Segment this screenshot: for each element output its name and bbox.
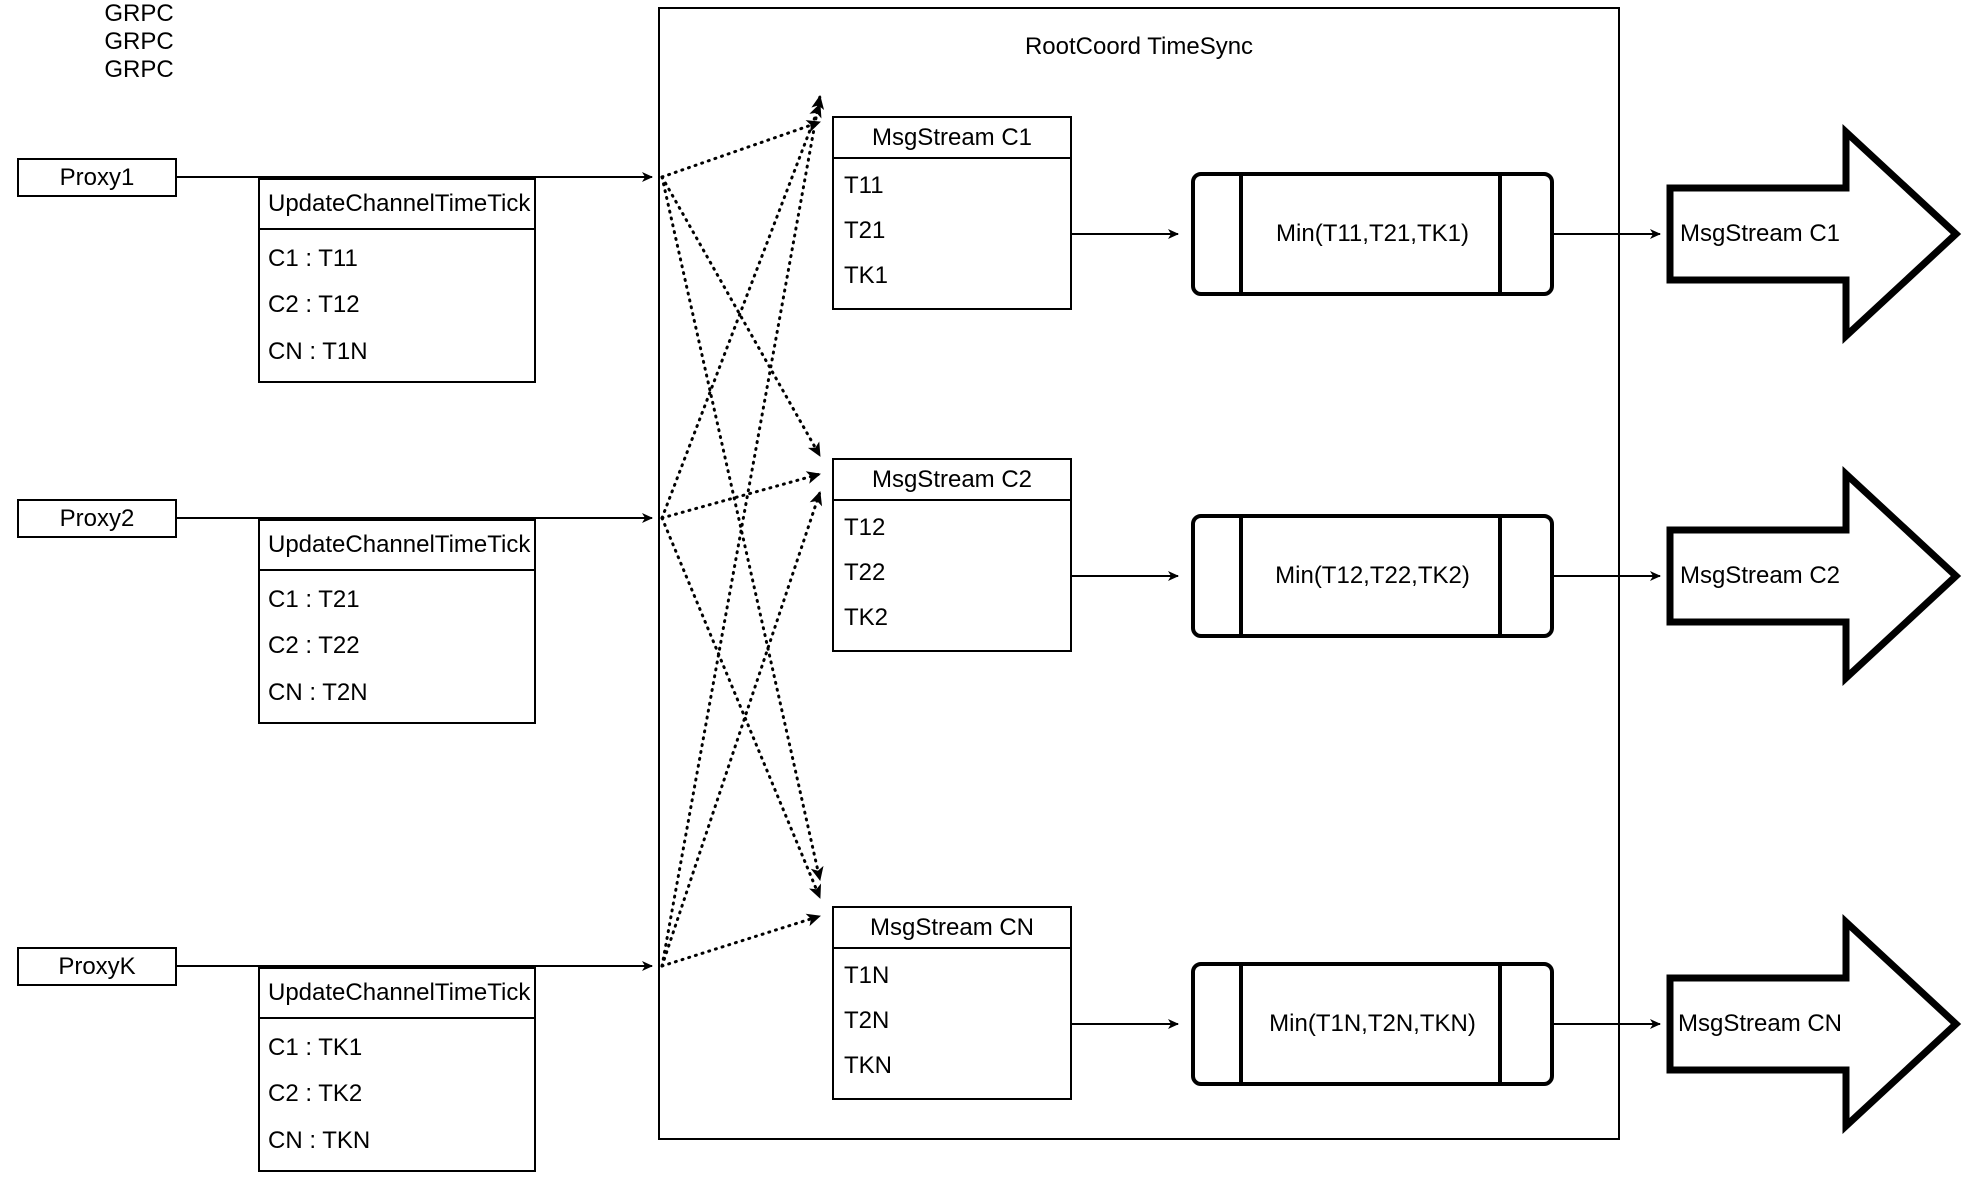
- proxy-box-3[interactable]: ProxyK: [17, 947, 177, 986]
- update-channel-timetick-box-1: UpdateChannelTimeTick C1 : T11 C2 : T12 …: [258, 178, 536, 383]
- tick-entry: C1 : TK1: [268, 1034, 363, 1062]
- msgstream-entry: TKN: [844, 1051, 892, 1079]
- proxy-label: ProxyK: [58, 952, 136, 980]
- tick-entry: CN : TKN: [268, 1126, 371, 1154]
- update-channel-timetick-box-2: UpdateChannelTimeTick C1 : T21 C2 : T22 …: [258, 519, 536, 724]
- output-block-arrow-label-2: MsgStream C2: [1679, 562, 1841, 589]
- min-label: Min(T12,T22,TK2): [1275, 562, 1470, 589]
- tick-entry: C1 : T11: [268, 245, 358, 273]
- process-divider-right: [1498, 176, 1502, 292]
- rootcoord-timesync-title: RootCoord TimeSync: [1024, 33, 1254, 60]
- output-block-arrow-1: [1666, 123, 1962, 345]
- msgstream-header: MsgStream C2: [834, 460, 1070, 501]
- proxy-box-1[interactable]: Proxy1: [17, 158, 177, 197]
- tick-entry: CN : T1N: [268, 337, 368, 365]
- msgstream-entry: TK1: [844, 261, 889, 289]
- output-block-arrow-label-3: MsgStream CN: [1677, 1010, 1843, 1037]
- process-divider-left: [1239, 176, 1243, 292]
- msgstream-entry: T21: [844, 216, 886, 244]
- msgstream-body: T11 T21 TK1: [834, 159, 1070, 308]
- msgstream-body: T12 T22 TK2: [834, 501, 1070, 650]
- rootcoord-timesync-container: [658, 7, 1620, 1140]
- min-process-1: Min(T11,T21,TK1): [1191, 172, 1554, 296]
- process-divider-left: [1239, 518, 1243, 634]
- grpc-label-1: GRPC: [104, 0, 174, 27]
- proxy-link-lines: [177, 176, 258, 967]
- process-divider-right: [1498, 518, 1502, 634]
- tick-header: UpdateChannelTimeTick: [260, 180, 534, 230]
- tick-entry: C2 : T12: [268, 291, 360, 319]
- update-channel-timetick-box-3: UpdateChannelTimeTick C1 : TK1 C2 : TK2 …: [258, 967, 536, 1172]
- min-process-3: Min(T1N,T2N,TKN): [1191, 962, 1554, 1086]
- msgstream-body: T1N T2N TKN: [834, 949, 1070, 1098]
- msgstream-box-2: MsgStream C2 T12 T22 TK2: [832, 458, 1072, 652]
- grpc-label-2: GRPC: [104, 28, 174, 55]
- process-divider-right: [1498, 966, 1502, 1082]
- msgstream-box-3: MsgStream CN T1N T2N TKN: [832, 906, 1072, 1100]
- msgstream-entry: T12: [844, 513, 886, 541]
- tick-entry: CN : T2N: [268, 678, 368, 706]
- tick-header: UpdateChannelTimeTick: [260, 969, 534, 1019]
- msgstream-entry: TK2: [844, 603, 889, 631]
- tick-body: C1 : T21 C2 : T22 CN : T2N: [260, 571, 534, 722]
- output-block-arrow-label-1: MsgStream C1: [1679, 220, 1841, 247]
- msgstream-entry: T1N: [844, 961, 890, 989]
- tick-header: UpdateChannelTimeTick: [260, 521, 534, 571]
- tick-entry: C2 : TK2: [268, 1080, 363, 1108]
- msgstream-header: MsgStream CN: [834, 908, 1070, 949]
- output-block-arrow-3: [1666, 913, 1962, 1135]
- min-label: Min(T1N,T2N,TKN): [1269, 1010, 1476, 1037]
- msgstream-entry: T22: [844, 558, 886, 586]
- process-divider-left: [1239, 966, 1243, 1082]
- msgstream-entry: T11: [844, 171, 884, 199]
- msgstream-box-1: MsgStream C1 T11 T21 TK1: [832, 116, 1072, 310]
- tick-body: C1 : T11 C2 : T12 CN : T1N: [260, 230, 534, 381]
- msgstream-entry: T2N: [844, 1006, 890, 1034]
- tick-entry: C2 : T22: [268, 632, 360, 660]
- min-process-2: Min(T12,T22,TK2): [1191, 514, 1554, 638]
- output-block-arrow-2: [1666, 465, 1962, 687]
- min-label: Min(T11,T21,TK1): [1276, 220, 1469, 247]
- proxy-label: Proxy2: [59, 504, 135, 532]
- msgstream-header: MsgStream C1: [834, 118, 1070, 159]
- tick-entry: C1 : T21: [268, 586, 360, 614]
- tick-body: C1 : TK1 C2 : TK2 CN : TKN: [260, 1019, 534, 1170]
- proxy-box-2[interactable]: Proxy2: [17, 499, 177, 538]
- proxy-label: Proxy1: [59, 163, 135, 191]
- grpc-label-3: GRPC: [104, 56, 174, 83]
